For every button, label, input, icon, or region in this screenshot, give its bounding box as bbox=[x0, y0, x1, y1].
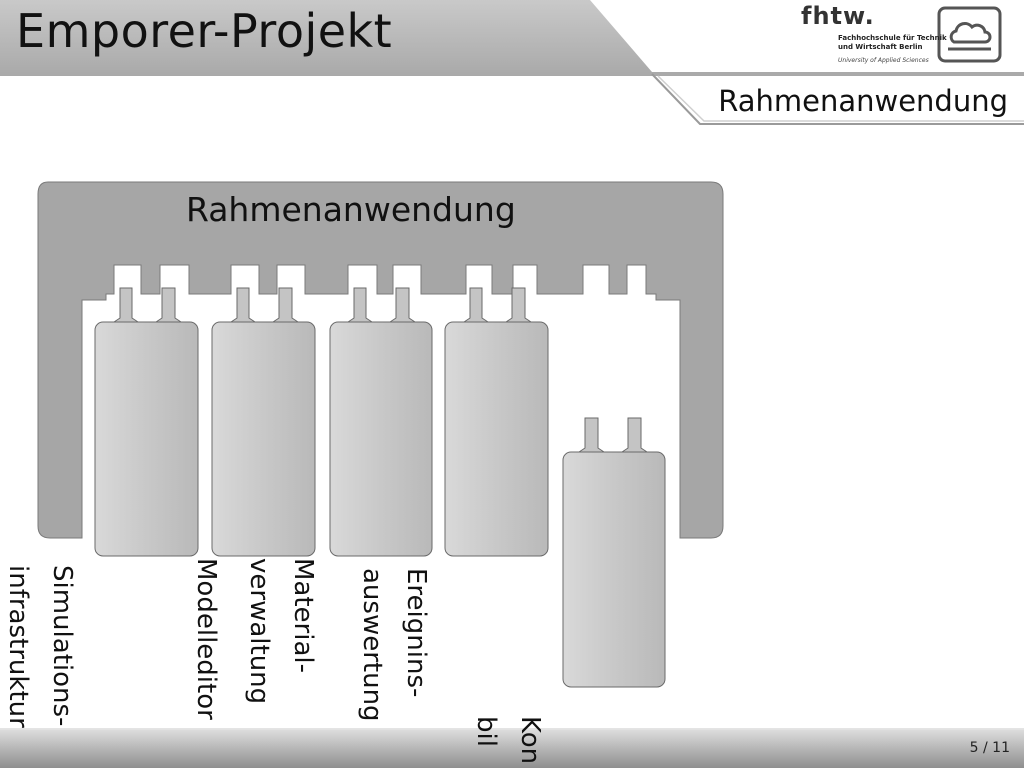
cloud-monitor-icon bbox=[937, 6, 1002, 63]
module-label-materialverwaltung: Material- verwaltung bbox=[244, 558, 318, 705]
framework-frame bbox=[37, 181, 724, 539]
module-label-detached: Kon bil bbox=[471, 716, 545, 765]
header-divider bbox=[651, 73, 1024, 125]
module-label-simulation: Simulations- infrastruktur bbox=[3, 565, 77, 728]
module-modelleditor bbox=[211, 287, 316, 557]
frame-label: Rahmenanwendung bbox=[186, 190, 516, 229]
module-materialverwaltung bbox=[329, 287, 433, 557]
logo-institution: Fachhochschule für Technik und Wirtschaf… bbox=[838, 34, 947, 51]
header-divider-shadow bbox=[657, 75, 1024, 122]
module-label-ereignisauswertung: Ereignins- auswertung bbox=[357, 568, 431, 722]
module-detached bbox=[562, 417, 666, 688]
module-simulation bbox=[94, 287, 199, 557]
fhtw-logo: fhtw. bbox=[801, 2, 875, 30]
page-title: Emporer-Projekt bbox=[16, 4, 393, 58]
module-ereignisauswertung bbox=[444, 287, 549, 557]
logo-tagline: University of Applied Sciences bbox=[838, 57, 929, 64]
page-number: 5 / 11 bbox=[969, 740, 1010, 756]
header-band bbox=[0, 0, 1024, 76]
page-subtitle: Rahmenanwendung bbox=[718, 84, 1008, 118]
module-label-modelleditor: Modelleditor bbox=[191, 558, 221, 720]
footer-band bbox=[0, 728, 1024, 768]
